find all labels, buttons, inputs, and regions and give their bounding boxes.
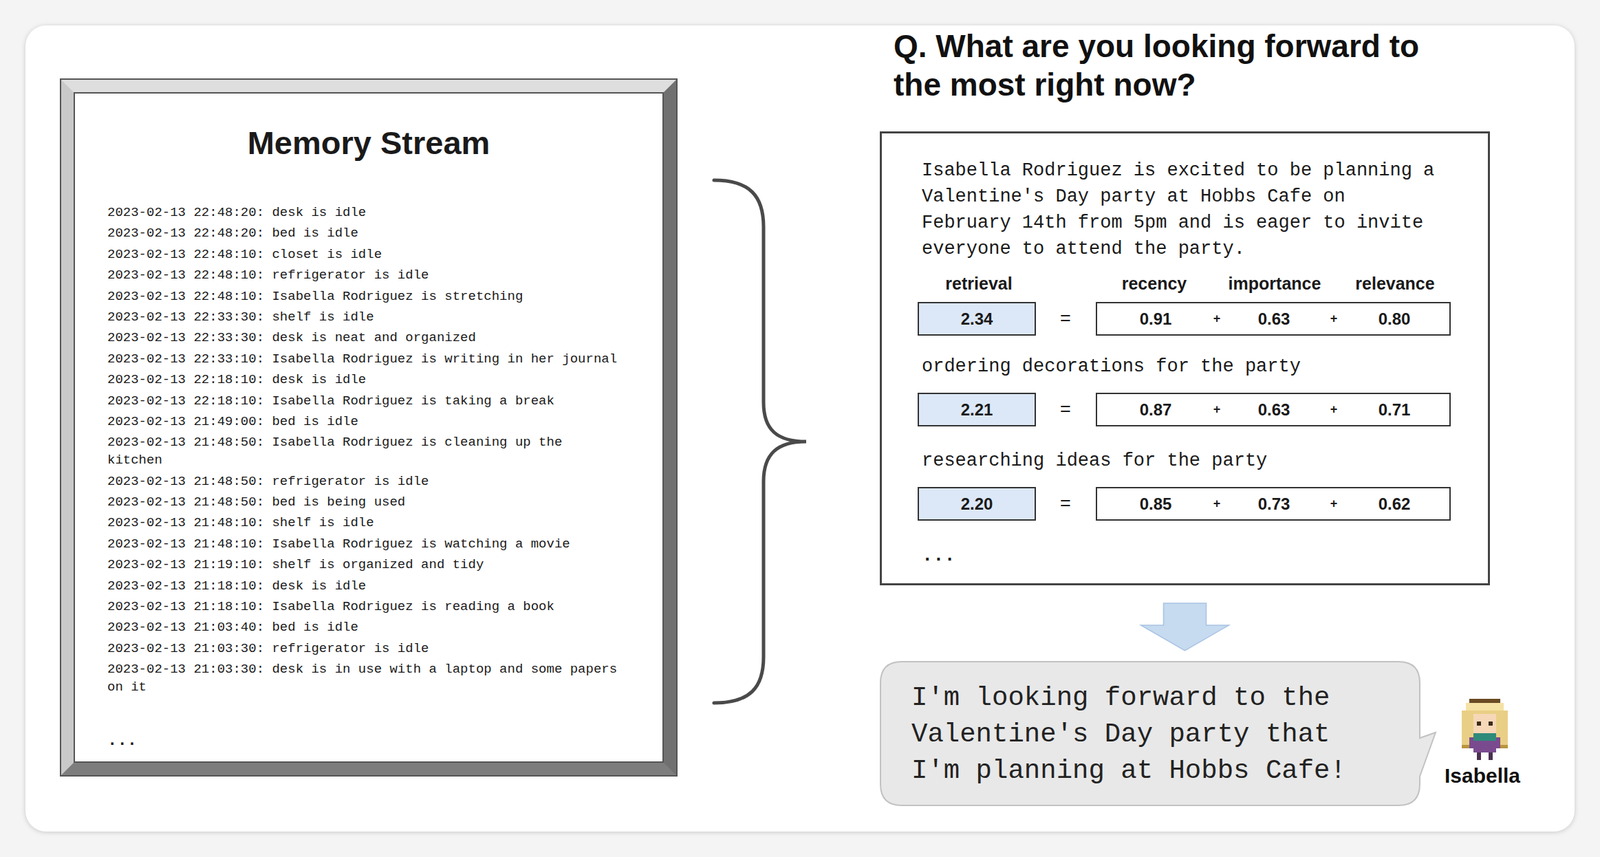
- ellipsis: ...: [921, 544, 956, 568]
- agent-name: Isabella: [1444, 763, 1521, 789]
- column-header: relevance: [1355, 273, 1435, 294]
- equals-sign: =: [1060, 397, 1072, 421]
- retrieval-score-box: 2.34: [917, 301, 1036, 336]
- memory-stream-panel: Memory Stream 2023-02-13 22:48:20: desk i…: [61, 79, 677, 776]
- score-components-box: 0.87 +0.63 +0.71: [1095, 392, 1451, 427]
- memory-entry: 2023-02-13 21:48:50: refrigerator is idl…: [107, 472, 622, 491]
- memory-entry: 2023-02-13 21:48:10: Isabella Rodriguez …: [107, 535, 622, 554]
- column-header: recency: [1121, 273, 1188, 294]
- speech-text: I'm looking forward to the Valentine's D…: [911, 680, 1355, 790]
- memory-entry: 2023-02-13 22:18:10: Isabella Rodriguez …: [107, 392, 622, 410]
- score-value: 0.73: [1258, 488, 1291, 520]
- memory-entry: 2023-02-13 21:48:50: bed is being used: [107, 493, 622, 512]
- score-value: 0.91: [1139, 303, 1173, 335]
- equals-sign: =: [1060, 306, 1072, 331]
- plus-sign: +: [1213, 394, 1221, 426]
- memory-entry: 2023-02-13 21:49:00: bed is idle: [107, 412, 622, 431]
- column-header: retrieval: [945, 273, 1012, 294]
- memory-entry: 2023-02-13 21:03:40: bed is idle: [107, 618, 622, 637]
- bubble-shape: [880, 661, 1436, 806]
- memory-entry: 2023-02-13 22:48:10: Isabella Rodriguez …: [107, 287, 622, 306]
- memory-entry: 2023-02-13 22:48:10: closet is idle: [107, 245, 622, 264]
- ellipsis: ...: [107, 731, 137, 750]
- memory-list: 2023-02-13 22:48:20: desk is idle 2023-02…: [107, 203, 622, 700]
- question-heading: Q. What are you looking forward to the m…: [893, 26, 1444, 104]
- speech-bubble: I'm looking forward to the Valentine's D…: [879, 661, 1421, 807]
- plus-sign: +: [1330, 488, 1338, 520]
- retrieval-score: 2.34: [919, 303, 1035, 335]
- block-arrow: [1141, 603, 1230, 651]
- memory-entry: 2023-02-13 21:03:30: refrigerator is idl…: [107, 639, 622, 658]
- memory-entry: 2023-02-13 21:19:10: shelf is organized …: [107, 555, 622, 574]
- memory-text: Isabella Rodriguez is excited to be plan…: [921, 157, 1440, 263]
- score-components-box: 0.91 +0.63 +0.80: [1095, 301, 1451, 336]
- memory-entry: 2023-02-13 21:18:10: desk is idle: [107, 577, 622, 596]
- memory-entry: 2023-02-13 21:18:10: Isabella Rodriguez …: [107, 597, 622, 616]
- memory-entry: 2023-02-13 22:18:10: desk is idle: [107, 370, 622, 389]
- memory-entry: 2023-02-13 22:33:10: Isabella Rodriguez …: [107, 350, 622, 369]
- memory-entry: 2023-02-13 22:48:20: bed is idle: [107, 224, 622, 243]
- memory-entry: 2023-02-13 22:33:30: desk is neat and or…: [107, 328, 622, 347]
- memory-text: ordering decorations for the party: [921, 354, 1301, 379]
- score-value: 0.71: [1378, 394, 1411, 426]
- memory-entry: 2023-02-13 21:03:30: desk is in use with…: [107, 660, 622, 697]
- retrieval-score-box: 2.21: [917, 392, 1036, 427]
- score-value: 0.87: [1139, 394, 1173, 426]
- plus-sign: +: [1330, 303, 1338, 335]
- panel-title: Memory Stream: [73, 123, 664, 162]
- isabella-sprite: [1454, 698, 1516, 761]
- score-value: 0.63: [1258, 394, 1291, 426]
- score-value: 0.62: [1378, 488, 1411, 520]
- memory-entry: 2023-02-13 22:33:30: shelf is idle: [107, 308, 622, 327]
- brace-path: [714, 180, 807, 704]
- retrieval-score: 2.21: [919, 394, 1035, 426]
- retrieval-score: 2.20: [919, 488, 1035, 520]
- plus-sign: +: [1213, 488, 1221, 520]
- retrieval-score-box: 2.20: [917, 487, 1036, 521]
- memory-text: researching ideas for the party: [921, 449, 1268, 473]
- memory-entry: 2023-02-13 22:48:10: refrigerator is idl…: [107, 266, 622, 285]
- plus-sign: +: [1213, 303, 1221, 335]
- equals-sign: =: [1060, 491, 1072, 516]
- retrieval-panel: Isabella Rodriguez is excited to be plan…: [879, 131, 1490, 586]
- memory-entry: 2023-02-13 21:48:10: shelf is idle: [107, 513, 622, 532]
- score-value: 0.80: [1378, 303, 1411, 335]
- memory-entry: 2023-02-13 21:48:50: Isabella Rodriguez …: [107, 433, 622, 470]
- column-header: importance: [1228, 273, 1322, 294]
- score-components-box: 0.85 +0.73 +0.62: [1095, 487, 1451, 521]
- plus-sign: +: [1330, 394, 1338, 426]
- score-value: 0.63: [1258, 303, 1291, 335]
- memory-entry: 2023-02-13 22:48:20: desk is idle: [107, 203, 622, 222]
- score-value: 0.85: [1139, 488, 1173, 520]
